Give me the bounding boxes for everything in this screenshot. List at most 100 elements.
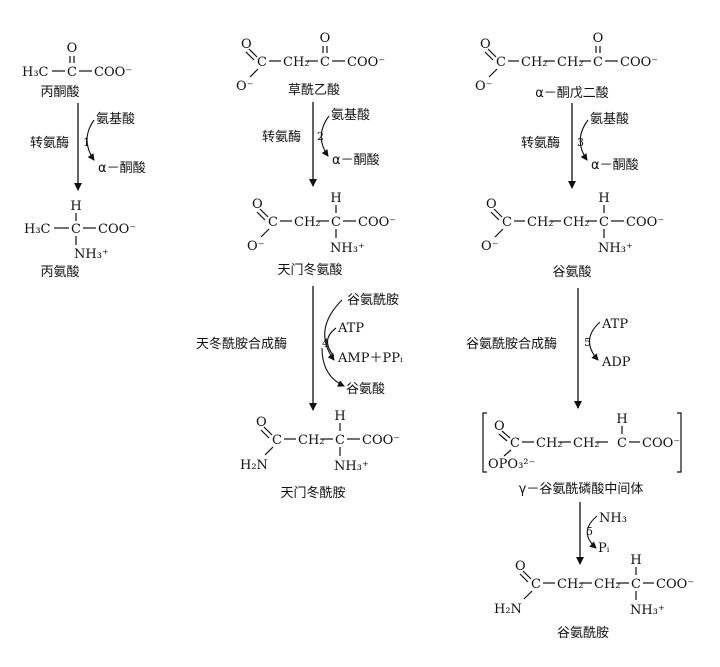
oxaloacetate-ch2: CH₂ <box>283 55 310 70</box>
akg-label: α－酮戊二酸 <box>535 86 609 101</box>
oxaloacetate-co-single <box>249 68 259 78</box>
reaction-1: 氨基酸 α－酮酸 转氨酶 1 <box>30 103 146 191</box>
akg-carboxyl-carbon: C <box>496 55 506 70</box>
glutamate-co-single <box>494 228 504 238</box>
aspartate-label: 天门冬氨酸 <box>277 262 342 278</box>
reaction-3-side-curve <box>579 119 589 161</box>
glutamate-alpha-carbon: C <box>599 215 609 230</box>
reaction-5a-enzyme: 谷氨酰胺合成酶 <box>466 336 557 352</box>
ggp-label: γ－谷氨酰磷酸中间体 <box>519 482 644 497</box>
glutamate-ch2-a: CH₂ <box>527 215 554 230</box>
glutamine-cn-amide-bond <box>523 590 533 600</box>
akg-co-single <box>488 68 498 78</box>
asparagine-label: 天门冬酰胺 <box>280 485 345 501</box>
ggp-ch2-a: CH₂ <box>536 436 563 451</box>
glutamate-o-minus: O⁻ <box>481 239 499 254</box>
akg-co-double-a <box>487 48 497 58</box>
asparagine-amino: NH₃⁺ <box>334 459 369 474</box>
glutamine-ch2-a: CH₂ <box>557 577 584 592</box>
reaction-5b-step: 5 <box>586 525 593 538</box>
oxaloacetate-keto-oxygen: O <box>320 31 331 46</box>
asparagine-ch2: CH₂ <box>298 433 325 448</box>
glutamate-hydrogen: H <box>598 191 609 206</box>
reaction-4-curve-out <box>321 347 345 387</box>
glutamate-ch2-b: CH₂ <box>563 215 590 230</box>
glutamine-alpha-carbon: C <box>631 577 641 592</box>
ggp-ch2-b: CH₂ <box>573 436 600 451</box>
aspartate-ch2: CH₂ <box>294 215 321 230</box>
reaction-5a-step: 5 <box>584 336 591 349</box>
reaction-5a: ATP ADP 谷氨酰胺合成酶 5 <box>466 288 631 409</box>
glutamine-hydrogen: H <box>630 553 641 568</box>
ggp-alpha-carbon: C <box>617 436 627 451</box>
asparagine-amide-carbon: C <box>272 433 282 448</box>
glutamine-co-double-b <box>519 573 529 583</box>
reaction-1-enzyme: 转氨酶 <box>30 135 69 151</box>
reaction-2-output: α－酮酸 <box>332 153 380 168</box>
asparagine-alpha-carbon: C <box>335 433 345 448</box>
akg-top-oxygen: O <box>480 37 491 52</box>
reaction-5a-input: ATP <box>601 317 628 332</box>
oxaloacetate-co-double-a <box>248 48 258 58</box>
reaction-2-enzyme: 转氨酶 <box>262 129 301 145</box>
ggp-co-double-b <box>498 433 508 442</box>
alpha-ketoglutarate-structure: O C O⁻ CH₂ CH₂ O C COO⁻ α－酮戊二酸 <box>475 31 658 101</box>
pyruvate-carbon: C <box>67 65 77 80</box>
glutamate-carboxyl-carbon: C <box>502 215 512 230</box>
reaction-3-enzyme: 转氨酶 <box>521 135 560 151</box>
aspartate-structure: O C O⁻ CH₂ H C COO⁻ NH₃⁺ 天门冬氨酸 <box>247 191 396 278</box>
akg-ch2-b: CH₂ <box>557 55 584 70</box>
ggp-phosphate: OPO₃²⁻ <box>488 457 535 472</box>
oxaloacetate-o-minus: O⁻ <box>236 79 254 94</box>
reaction-1-step: 1 <box>83 136 90 149</box>
ggp-carboxylate: COO⁻ <box>642 436 680 451</box>
reaction-4-input-2: ATP <box>337 321 364 336</box>
pyruvate-methyl: H₃C <box>22 65 49 80</box>
reaction-5b-side-curve <box>586 515 598 549</box>
reaction-5a-side-curve <box>588 321 601 361</box>
alanine-amino: NH₃⁺ <box>74 247 109 262</box>
reaction-4-output-1: AMP＋PPᵢ <box>337 351 403 366</box>
reaction-4: 谷氨酰胺 ATP AMP＋PPᵢ 谷氨酸 天冬酰胺合成酶 4 <box>196 286 403 411</box>
reaction-4-input-1: 谷氨酰胺 <box>347 293 399 308</box>
oxaloacetate-carboxyl-carbon: C <box>257 55 267 70</box>
reaction-1-input: 氨基酸 <box>96 112 135 127</box>
reaction-5b-input: NH₃ <box>599 511 627 526</box>
glutamate-carboxylate: COO⁻ <box>626 215 664 230</box>
alanine-hydrogen: H <box>70 199 81 214</box>
oxaloacetate-co-double-b <box>245 51 255 61</box>
glutamine-amide-carbon: C <box>531 577 541 592</box>
pyruvate-carboxylate: COO⁻ <box>94 65 132 80</box>
glutamate-co-double-b <box>490 211 500 221</box>
ggp-top-oxygen: O <box>494 419 505 434</box>
reaction-2-side-curve <box>320 115 330 157</box>
reaction-4-output-2: 谷氨酸 <box>346 382 385 397</box>
ggp-acyl-carbon: C <box>510 436 520 451</box>
glutamine-co-double-a <box>522 570 532 580</box>
reaction-4-curve-inner <box>326 327 337 357</box>
aspartate-co-single <box>260 228 270 238</box>
reaction-2-step: 2 <box>317 130 324 143</box>
ggp-co-single <box>503 449 512 457</box>
glutamate-top-oxygen: O <box>486 197 497 212</box>
akg-co-double-b <box>484 51 494 61</box>
reaction-2: 氨基酸 α－酮酸 转氨酶 2 <box>262 102 380 187</box>
asparagine-cn-amide-bond <box>264 446 274 456</box>
reaction-1-side-curve <box>86 119 95 161</box>
glutamate-structure: O C O⁻ CH₂ CH₂ H C COO⁻ NH₃⁺ 谷氨酸 <box>481 191 664 280</box>
asparagine-structure: O C H₂N CH₂ H C COO⁻ NH₃⁺ 天门冬酰胺 <box>240 409 400 501</box>
reaction-3-output: α－酮酸 <box>591 158 639 173</box>
reaction-3-step: 3 <box>577 136 584 149</box>
glutamine-label: 谷氨酰胺 <box>557 626 609 641</box>
oxaloacetate-carboxylate: COO⁻ <box>347 55 385 70</box>
alanine-carbon: C <box>71 222 81 237</box>
alanine-structure: H H₃C C COO⁻ NH₃⁺ 丙氨酸 <box>24 199 136 280</box>
glutamine-carboxylate: COO⁻ <box>656 577 694 592</box>
aspartate-carboxyl-carbon: C <box>268 215 278 230</box>
glutamine-ch2-b: CH₂ <box>594 577 621 592</box>
oxaloacetate-label: 草酰乙酸 <box>288 83 340 98</box>
glutamate-label: 谷氨酸 <box>552 265 591 280</box>
asparagine-hydrogen: H <box>334 409 345 424</box>
ggp-hydrogen: H <box>616 412 627 427</box>
reaction-5b-output: Pᵢ <box>598 541 610 556</box>
